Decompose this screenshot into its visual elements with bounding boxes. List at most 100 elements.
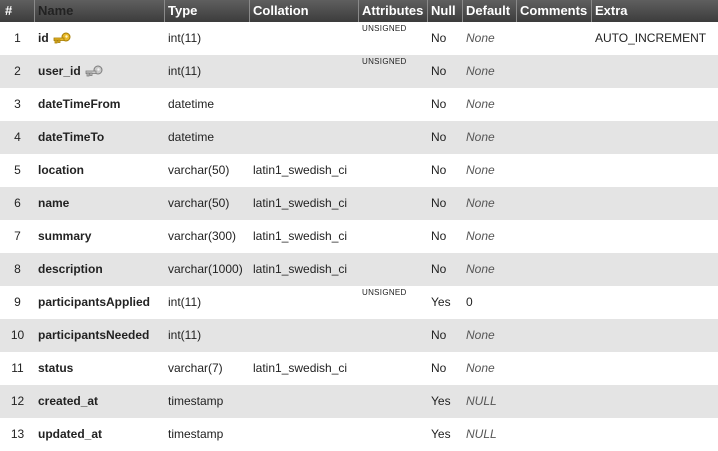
column-type: int(11) bbox=[168, 64, 202, 78]
header-type[interactable]: Type bbox=[165, 0, 250, 22]
column-comments bbox=[517, 187, 592, 220]
column-name-text: participantsApplied bbox=[38, 295, 151, 309]
header-default[interactable]: Default bbox=[463, 0, 517, 22]
column-attributes bbox=[359, 220, 428, 253]
column-default: None bbox=[466, 130, 495, 144]
column-default: None bbox=[466, 196, 495, 210]
row-number: 6 bbox=[14, 196, 21, 210]
column-extra bbox=[592, 352, 718, 385]
column-name: location bbox=[35, 154, 165, 187]
header-attributes[interactable]: Attributes bbox=[359, 0, 428, 22]
column-default: NULL bbox=[466, 427, 497, 441]
column-attributes bbox=[359, 88, 428, 121]
column-extra bbox=[592, 385, 718, 418]
column-name: participantsApplied bbox=[35, 286, 165, 319]
column-comments bbox=[517, 22, 592, 55]
column-extra bbox=[592, 154, 718, 187]
column-name-text: participantsNeeded bbox=[38, 328, 150, 342]
row-number: 11 bbox=[11, 361, 24, 375]
column-type: int(11) bbox=[168, 31, 202, 45]
table-header: # Name Type Collation Attributes Null De… bbox=[0, 0, 718, 22]
column-name-text: status bbox=[38, 361, 74, 375]
header-comments[interactable]: Comments bbox=[517, 0, 592, 22]
column-name-text: description bbox=[38, 262, 103, 276]
row-number: 5 bbox=[14, 163, 21, 177]
column-type: datetime bbox=[168, 130, 215, 144]
column-type: int(11) bbox=[168, 328, 202, 342]
column-name-text: updated_at bbox=[38, 427, 103, 441]
column-null: No bbox=[431, 163, 447, 177]
header-extra[interactable]: Extra bbox=[595, 3, 628, 18]
column-comments bbox=[517, 418, 592, 451]
header-name[interactable]: Name bbox=[35, 0, 165, 22]
column-attributes bbox=[359, 121, 428, 154]
column-attributes: UNSIGNED bbox=[362, 24, 407, 33]
column-comments bbox=[517, 286, 592, 319]
column-name: participantsNeeded bbox=[35, 319, 165, 352]
column-default: None bbox=[466, 163, 495, 177]
column-null: No bbox=[431, 130, 447, 144]
column-collation bbox=[250, 385, 359, 418]
column-extra: AUTO_INCREMENT bbox=[595, 31, 707, 45]
row-number: 2 bbox=[14, 64, 21, 78]
column-null: Yes bbox=[431, 427, 451, 441]
column-collation bbox=[250, 319, 359, 352]
column-comments bbox=[517, 319, 592, 352]
column-attributes: UNSIGNED bbox=[362, 57, 407, 66]
column-default: None bbox=[466, 361, 495, 375]
column-collation bbox=[250, 55, 359, 88]
column-type: datetime bbox=[168, 97, 215, 111]
column-collation: latin1_swedish_ci bbox=[253, 361, 348, 375]
header-null[interactable]: Null bbox=[428, 0, 463, 22]
column-null: No bbox=[431, 196, 447, 210]
column-name: created_at bbox=[35, 385, 165, 418]
column-type: varchar(50) bbox=[168, 196, 230, 210]
column-type: varchar(300) bbox=[168, 229, 237, 243]
column-comments bbox=[517, 55, 592, 88]
column-name: updated_at bbox=[35, 418, 165, 451]
column-collation bbox=[250, 22, 359, 55]
column-type: varchar(50) bbox=[168, 163, 230, 177]
column-collation: latin1_swedish_ci bbox=[253, 163, 348, 177]
column-attributes bbox=[359, 352, 428, 385]
column-extra bbox=[592, 319, 718, 352]
column-attributes bbox=[359, 319, 428, 352]
column-comments bbox=[517, 352, 592, 385]
row-number: 1 bbox=[14, 31, 21, 45]
row-number: 10 bbox=[10, 328, 25, 342]
header-collation[interactable]: Collation bbox=[250, 0, 359, 22]
column-attributes bbox=[359, 253, 428, 286]
column-attributes bbox=[359, 154, 428, 187]
column-attributes bbox=[359, 187, 428, 220]
column-comments bbox=[517, 220, 592, 253]
column-default: 0 bbox=[466, 295, 473, 309]
column-default: None bbox=[466, 262, 495, 276]
column-name: user_id bbox=[35, 55, 165, 88]
column-attributes: UNSIGNED bbox=[362, 288, 407, 297]
column-name-text: created_at bbox=[38, 394, 99, 408]
column-extra bbox=[592, 55, 718, 88]
header-num[interactable]: # bbox=[0, 0, 35, 22]
column-default: None bbox=[466, 31, 495, 45]
row-number: 7 bbox=[14, 229, 21, 243]
row-number: 8 bbox=[14, 262, 21, 276]
column-collation: latin1_swedish_ci bbox=[253, 229, 348, 243]
column-name: dateTimeTo bbox=[35, 121, 165, 154]
column-type: int(11) bbox=[168, 295, 202, 309]
column-comments bbox=[517, 385, 592, 418]
